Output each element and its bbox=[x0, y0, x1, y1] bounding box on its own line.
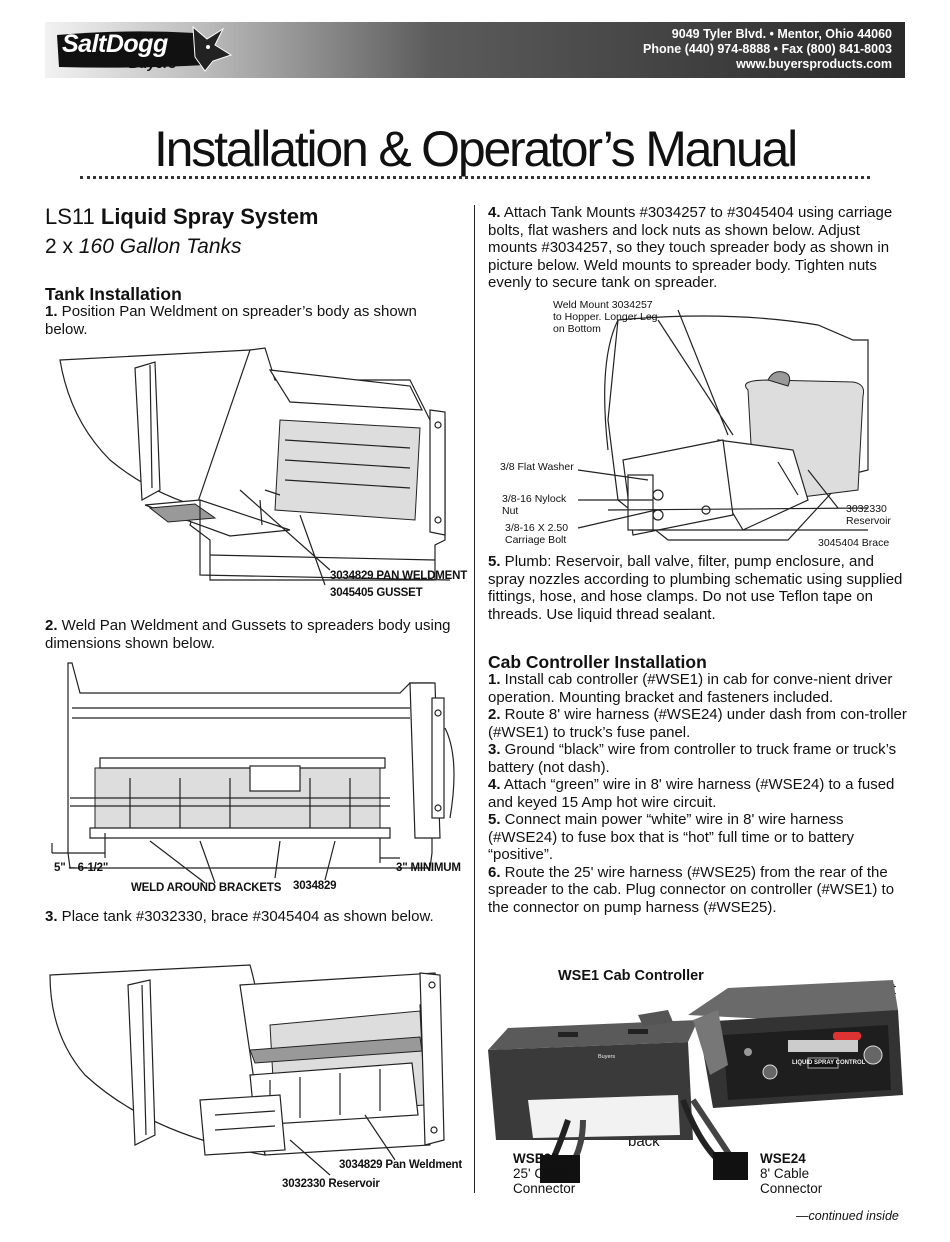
step-2-text: 2. Weld Pan Weldment and Gussets to spre… bbox=[45, 617, 451, 652]
continued-inside: —continued inside bbox=[796, 1209, 899, 1223]
subtitle-prefix: 2 x bbox=[45, 235, 79, 258]
photo-title: WSE1 Cab Controller bbox=[558, 968, 704, 984]
cab-step-1: 1. Install cab controller (#WSE1) in cab… bbox=[488, 671, 893, 706]
saltdogg-logo-icon bbox=[57, 25, 233, 72]
fig1-label-pan-weldment: 3034829 PAN WELDMENT bbox=[330, 570, 468, 582]
wse24-label: WSE24 8' Cable Connector bbox=[760, 1151, 823, 1196]
logo-text: SaltDogg bbox=[62, 30, 168, 58]
fig4-washer-label: 3/8 Flat Washer bbox=[500, 461, 574, 473]
wse25-label: WSE25 25' Cable Connector bbox=[513, 1151, 576, 1196]
tank-brace-figure bbox=[49, 964, 445, 1176]
fig2-dim-left: 5" – 6-1/2" bbox=[54, 862, 109, 874]
subtitle-italic: 160 Gallon Tanks bbox=[78, 235, 242, 258]
cab-controller-heading: Cab Controller Installation bbox=[488, 652, 707, 672]
cab-controller-photo bbox=[488, 980, 903, 1183]
page-title: Installation & Operator’s Manual bbox=[153, 121, 798, 177]
product-name: Liquid Spray System bbox=[100, 204, 319, 229]
product-model: LS11 bbox=[45, 204, 95, 229]
fig2-dim-right: 3" MINIMUM bbox=[396, 862, 461, 874]
step-4-text: 4. Attach Tank Mounts #3034257 to #30454… bbox=[488, 204, 893, 291]
fig1-label-gusset: 3045405 GUSSET bbox=[330, 587, 423, 599]
weld-dimensions-figure bbox=[51, 662, 455, 884]
cab-step-2: 2. Route 8' wire harness (#WSE24) under … bbox=[488, 706, 907, 741]
logo-by: by bbox=[118, 59, 128, 68]
fig2-part-label: 3034829 bbox=[293, 880, 337, 892]
fig3-label-reservoir: 3032330 Reservoir bbox=[282, 1178, 380, 1190]
cab-step-4: 4. Attach “green” wire in 8' wire harnes… bbox=[488, 776, 895, 811]
fig4-nut-label: 3/8-16 Nylock Nut bbox=[502, 493, 567, 517]
step-3-text: 3. Place tank #3032330, brace #3045404 a… bbox=[45, 908, 434, 925]
tank-installation-heading: Tank Installation bbox=[45, 284, 182, 304]
product-subtitle: 2 x 160 Gallon Tanks bbox=[45, 235, 455, 259]
company-phone: Phone (440) 974-8888 • Fax (800) 841-800… bbox=[643, 42, 892, 56]
cab-controller-steps: 1. Install cab controller (#WSE1) in cab… bbox=[488, 671, 908, 916]
fig4-brace-label: 3045404 Brace bbox=[818, 537, 890, 549]
fig4-weld-mount-label: Weld Mount 3034257 to Hopper. Longer Leg… bbox=[553, 299, 658, 335]
company-website: www.buyersproducts.com bbox=[736, 57, 892, 71]
fig3-label-pan-weldment: 3034829 Pan Weldment bbox=[339, 1159, 462, 1171]
cab-step-6: 6. Route the 25' wire harness (#WSE25) f… bbox=[488, 863, 895, 916]
cab-step-3: 3. Ground “black” wire from controller t… bbox=[488, 741, 897, 776]
fig4-bolt-label: 3/8-16 X 2.50 Carriage Bolt bbox=[505, 522, 569, 546]
step-5-text: 5. Plumb: Reservoir, ball valve, filter,… bbox=[488, 553, 903, 623]
fig4-reservoir-label: 3032330 Reservoir bbox=[846, 503, 891, 527]
logo-buyers: Buyers bbox=[129, 55, 177, 71]
step-1-text: 1. Position Pan Weldment on spreader’s b… bbox=[45, 303, 417, 338]
company-address: 9049 Tyler Blvd. • Mentor, Ohio 44060 bbox=[671, 27, 892, 41]
controller-brand-text: Buyers bbox=[598, 1054, 616, 1060]
pan-weldment-figure bbox=[59, 347, 451, 586]
product-title: LS11 Liquid Spray System bbox=[45, 204, 455, 230]
controller-panel-text: LIQUID SPRAY CONTROL bbox=[792, 1060, 866, 1066]
fig2-weld-label: WELD AROUND BRACKETS bbox=[131, 882, 282, 894]
title-dotted-rule bbox=[80, 176, 870, 179]
column-divider bbox=[474, 205, 475, 1193]
tank-mount-figure bbox=[577, 309, 869, 541]
cab-step-5: 5. Connect main power “white” wire in 8'… bbox=[488, 811, 854, 863]
